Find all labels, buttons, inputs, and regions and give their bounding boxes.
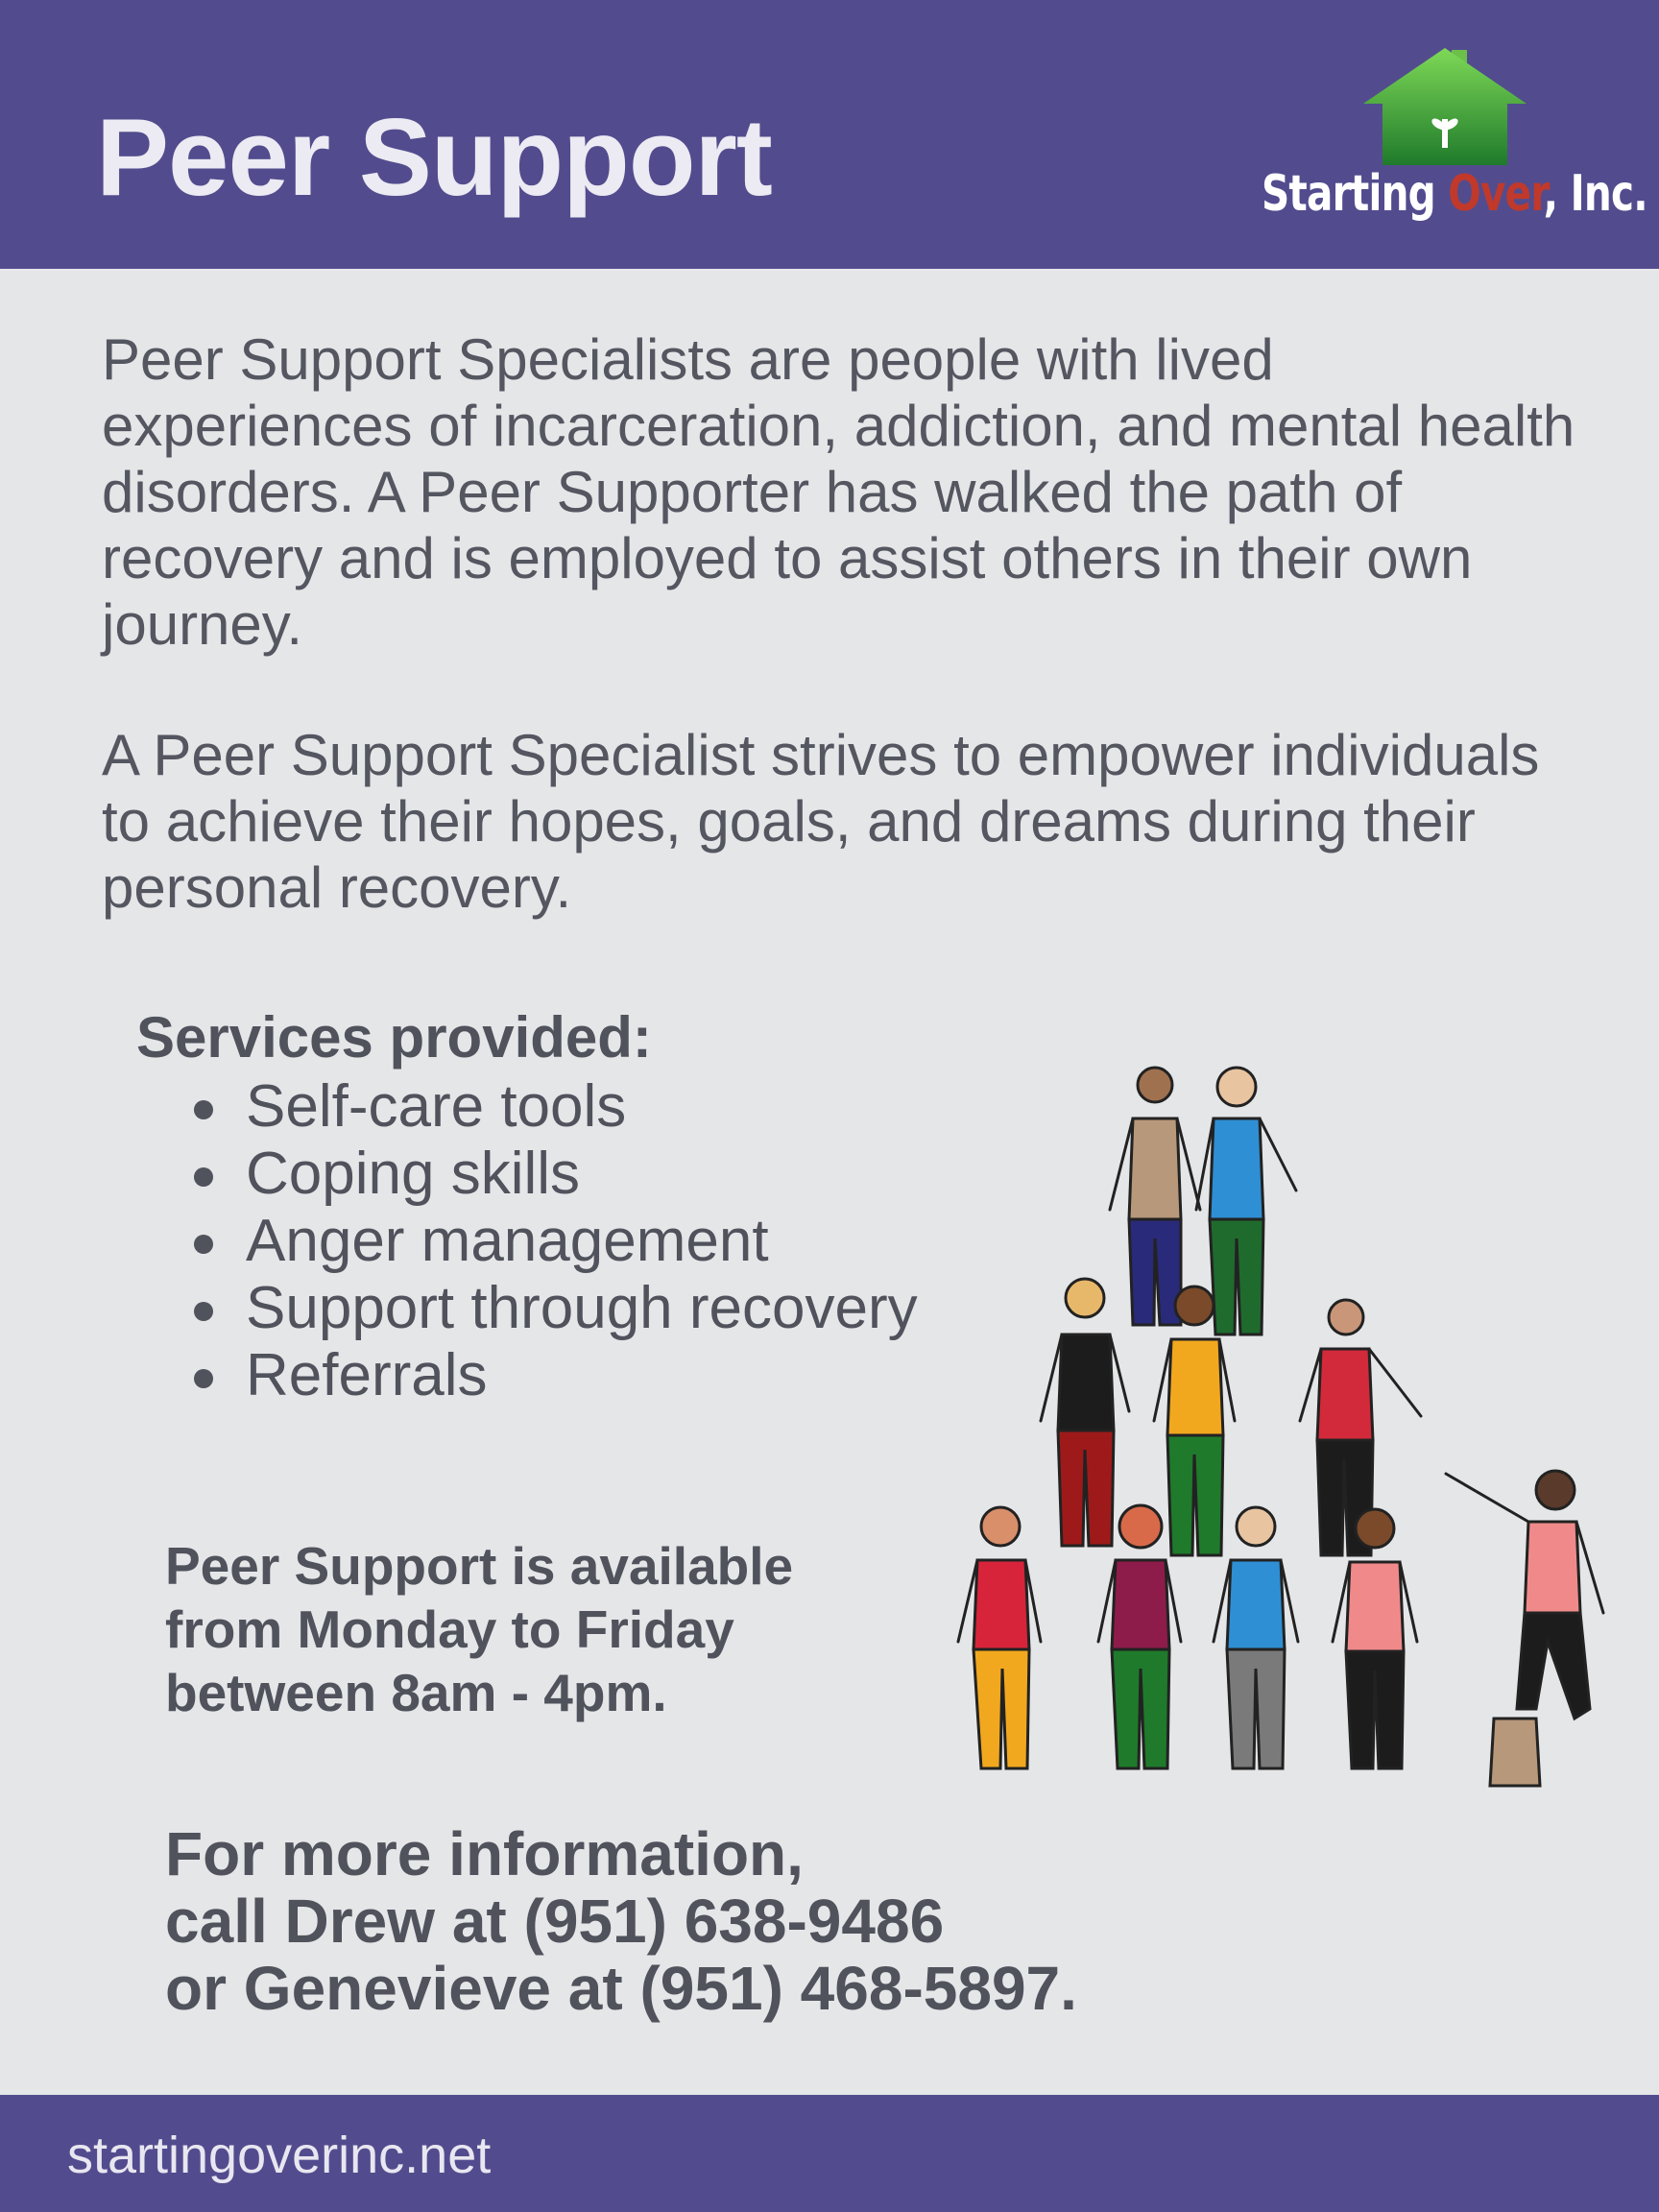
- list-item: Anger management: [192, 1208, 918, 1275]
- page-title: Peer Support: [96, 97, 773, 219]
- contact-line-genevieve: or Genevieve at (951) 468-5897.: [165, 1954, 1077, 2023]
- availability-text: Peer Support is available from Monday to…: [165, 1534, 793, 1724]
- services-heading: Services provided:: [136, 1005, 652, 1070]
- list-item: Referrals: [192, 1342, 918, 1409]
- people-pyramid-illustration: [956, 1066, 1605, 1788]
- person-figure: [1152, 1285, 1237, 1557]
- person-figure: [1108, 1066, 1202, 1327]
- availability-line-3: between 8am - 4pm.: [165, 1663, 667, 1722]
- house-logo-icon: [1363, 48, 1527, 165]
- list-item: Coping skills: [192, 1141, 918, 1208]
- intro-paragraph-2: A Peer Support Specialist strives to emp…: [102, 723, 1540, 920]
- availability-line-2: from Monday to Friday: [165, 1599, 734, 1659]
- starting-over-logo: Starting Over, Inc.: [1248, 42, 1648, 234]
- header-banner: Peer Support Starting Over, Inc.: [0, 0, 1659, 269]
- contact-info: For more information, call Drew at (951)…: [165, 1820, 1077, 2022]
- availability-line-1: Peer Support is available: [165, 1536, 794, 1596]
- contact-line-drew: call Drew at (951) 638-9486: [165, 1887, 945, 1956]
- list-item: Self-care tools: [192, 1073, 918, 1141]
- person-figure: [1444, 1469, 1605, 1788]
- person-figure: [1096, 1503, 1183, 1770]
- website-link[interactable]: startingoverinc.net: [67, 2127, 492, 2184]
- person-figure: [1039, 1277, 1131, 1548]
- person-figure: [1212, 1505, 1300, 1770]
- person-figure: [956, 1505, 1043, 1770]
- logo-wordmark: Starting Over, Inc.: [1262, 165, 1648, 223]
- list-item: Support through recovery: [192, 1275, 918, 1342]
- intro-paragraph-1: Peer Support Specialists are people with…: [102, 327, 1575, 657]
- person-figure: [1331, 1507, 1419, 1770]
- person-figure: [1194, 1066, 1298, 1336]
- contact-line-1: For more information,: [165, 1819, 804, 1888]
- footer-banner: startingoverinc.net: [0, 2095, 1659, 2212]
- services-list: Self-care tools Coping skills Anger mana…: [192, 1073, 918, 1409]
